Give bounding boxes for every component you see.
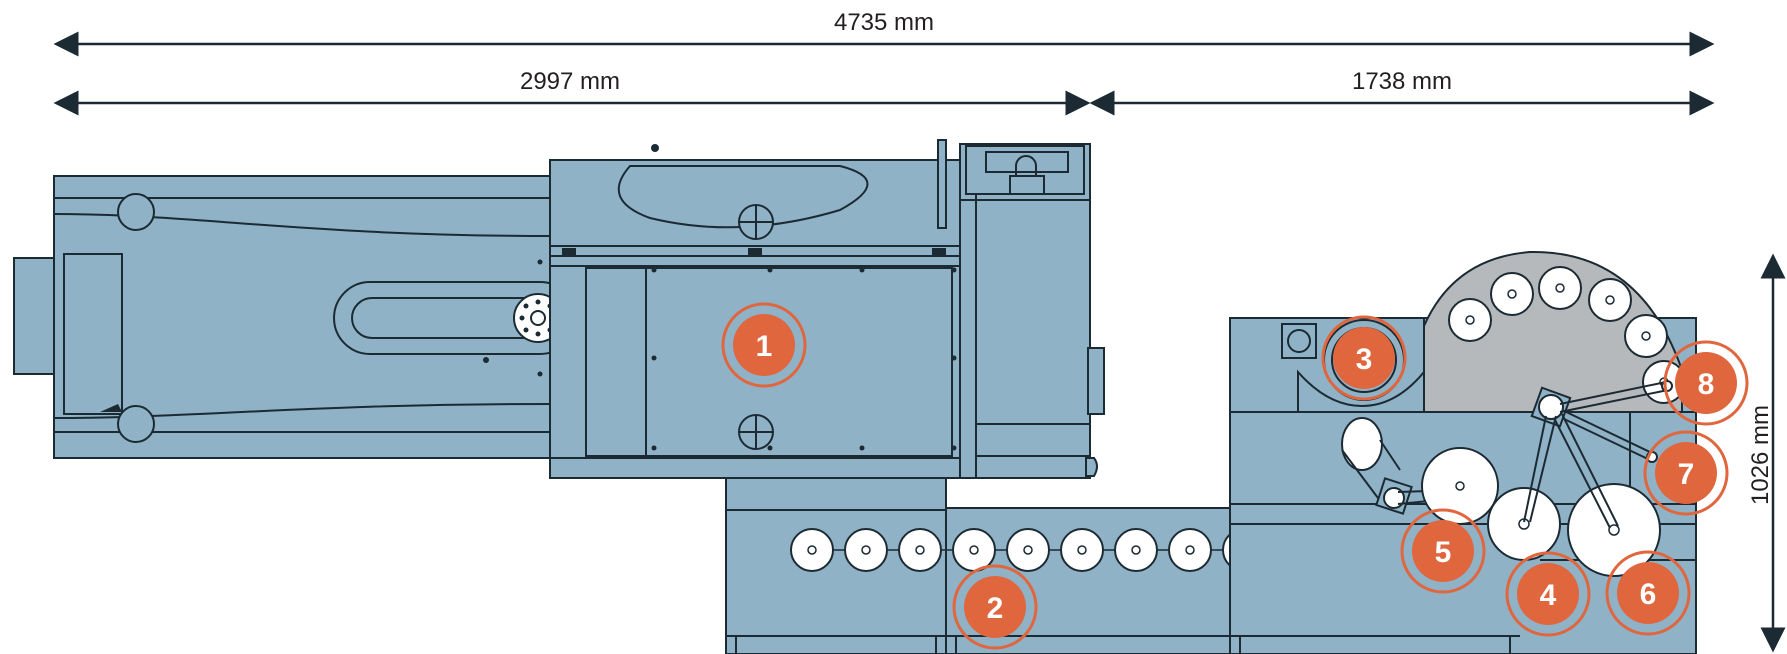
dimension-left-label: 2997 mm — [520, 68, 620, 95]
svg-text:4: 4 — [1540, 579, 1557, 612]
dimension-right: 1738 mm — [1089, 68, 1715, 116]
callout-2: 2 — [952, 564, 1038, 650]
dimension-height: 1026 mm — [1747, 253, 1786, 653]
dimension-total-label: 4735 mm — [834, 9, 934, 36]
callout-8: 8 — [1663, 340, 1749, 426]
svg-text:8: 8 — [1698, 368, 1715, 401]
callout-1: 1 — [721, 302, 807, 388]
callout-3: 3 — [1321, 315, 1407, 401]
dimension-height-label: 1026 mm — [1747, 405, 1774, 505]
dimension-right-label: 1738 mm — [1352, 68, 1452, 95]
svg-text:5: 5 — [1435, 536, 1452, 569]
svg-text:7: 7 — [1678, 458, 1695, 491]
callout-4: 4 — [1505, 551, 1591, 637]
dimension-total: 4735 mm — [53, 9, 1715, 57]
callout-6: 6 — [1605, 550, 1691, 636]
svg-text:6: 6 — [1640, 578, 1657, 611]
callout-5: 5 — [1400, 508, 1486, 594]
svg-text:3: 3 — [1356, 343, 1373, 376]
main-body-section — [537, 144, 991, 479]
feeder-section — [13, 175, 577, 459]
callout-7: 7 — [1643, 430, 1729, 516]
dimension-left: 2997 mm — [53, 68, 1091, 116]
svg-text:2: 2 — [987, 592, 1004, 625]
svg-text:1: 1 — [756, 330, 773, 363]
